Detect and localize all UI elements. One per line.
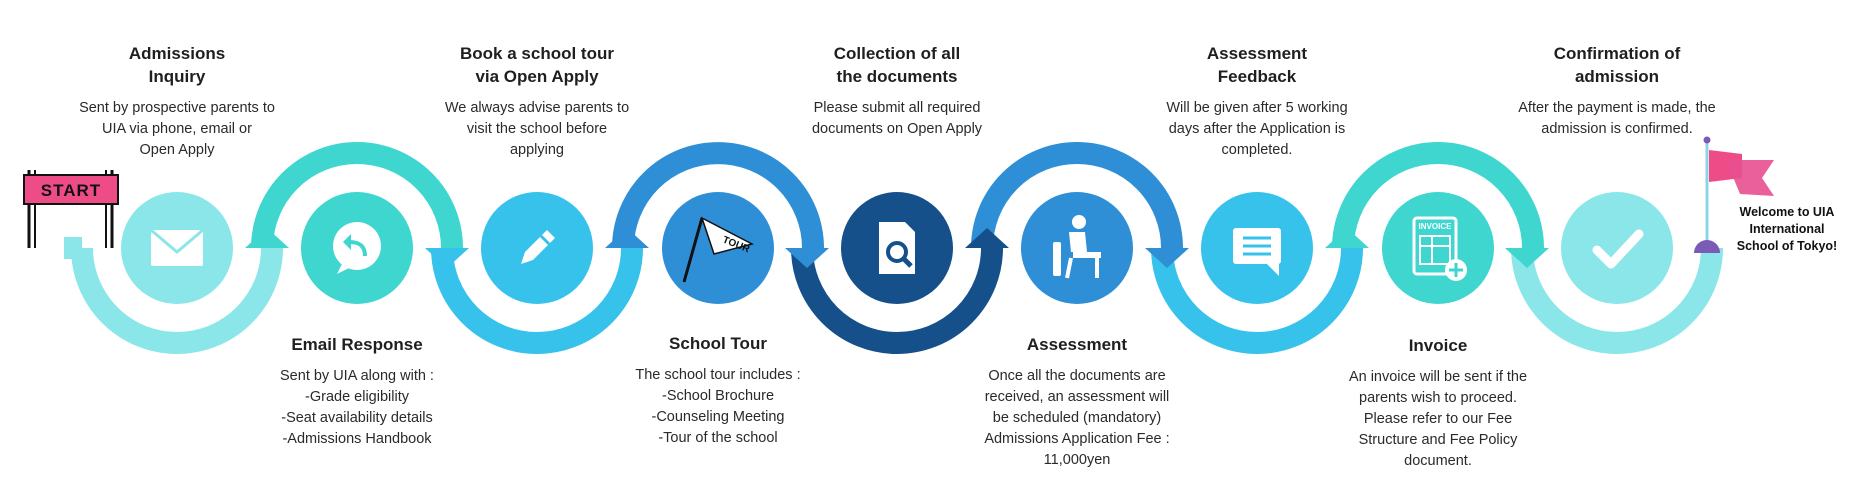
step-title: Collection of all the documents	[833, 44, 961, 86]
step-label: Book a school tour via Open Apply We alwa…	[427, 42, 647, 161]
finish-flag	[1694, 136, 1774, 253]
connector-arrowhead	[1325, 228, 1369, 248]
envelope-icon	[150, 228, 204, 266]
invoice-icon: INVOICE	[1412, 216, 1467, 281]
step-circle	[1382, 192, 1494, 304]
welcome-text: Welcome to UIA International School of T…	[1736, 205, 1838, 253]
step-description: Sent by UIA along with : -Grade eligibil…	[280, 368, 434, 447]
connector-arc	[431, 247, 643, 354]
step-title: School Tour	[669, 334, 767, 353]
step-description: Will be given after 5 working days after…	[1166, 100, 1348, 158]
connector-arrows	[245, 228, 1549, 268]
reply-chat-icon	[333, 222, 381, 274]
step-title: Confirmation of admission	[1553, 44, 1681, 86]
connector-arrowhead	[605, 228, 649, 248]
step-title: Admissions Inquiry	[128, 44, 226, 86]
connector-arc	[971, 142, 1183, 249]
step-description: After the payment is made, the admission…	[1518, 100, 1716, 137]
connector-arrowhead	[785, 248, 829, 268]
step-label: Invoice An invoice will be sent if the pa…	[1323, 334, 1553, 472]
connector-arcs	[64, 142, 1723, 354]
connector-arc	[612, 142, 824, 249]
step-title: Invoice	[1408, 336, 1468, 355]
connector-arc	[1511, 247, 1723, 354]
connector-arrowhead	[245, 228, 289, 248]
pencil-icon	[521, 230, 555, 264]
step-description: Sent by prospective parents to UIA via p…	[79, 100, 275, 158]
connector-arc	[791, 247, 1003, 354]
step-description: Once all the documents are received, an …	[984, 368, 1170, 468]
connector-arc	[251, 142, 463, 249]
step-circles	[121, 192, 1673, 304]
step-title: Assessment	[1026, 335, 1128, 354]
step-title: Email Response	[291, 335, 423, 354]
start-sign: START	[23, 170, 119, 248]
connector-arc	[1151, 247, 1363, 354]
connector-arc	[1332, 142, 1544, 249]
connector-arc	[71, 247, 283, 354]
document-search-icon	[879, 222, 915, 274]
connector-arrowhead	[1145, 248, 1189, 268]
start-label: START	[41, 181, 101, 200]
tour-flag-icon: TOUR	[682, 216, 755, 283]
step-title: Assessment Feedback	[1206, 44, 1308, 86]
student-desk-icon	[1053, 215, 1101, 279]
step-description: An invoice will be sent if the parents w…	[1348, 369, 1528, 469]
connector-arrowhead	[425, 248, 469, 268]
step-icons: TOUR INVOICE	[150, 215, 1644, 283]
step-title: Book a school tour via Open Apply	[460, 44, 614, 86]
step-circle	[1561, 192, 1673, 304]
step-description: We always advise parents to visit the sc…	[444, 100, 630, 158]
checkmark-icon	[1592, 229, 1644, 269]
invoice-icon-text: INVOICE	[1419, 222, 1453, 231]
connector-arrowhead	[965, 228, 1009, 248]
message-icon	[1233, 228, 1281, 276]
connector-arrowhead	[1505, 248, 1549, 268]
step-description: The school tour includes : -School Broch…	[635, 367, 801, 446]
step-description: Please submit all required documents on …	[811, 100, 983, 137]
